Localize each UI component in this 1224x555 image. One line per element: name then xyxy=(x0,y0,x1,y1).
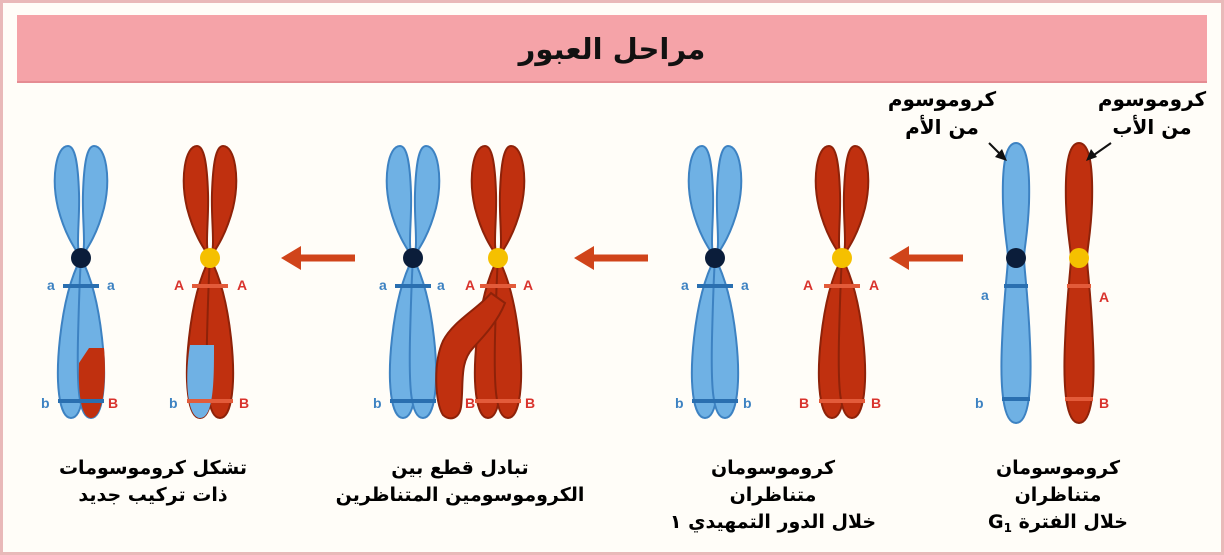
stage-arrow-2 xyxy=(574,246,648,270)
allele-label: B xyxy=(239,395,249,411)
allele-label: A xyxy=(523,277,533,293)
paternal-chromosome-crossing xyxy=(436,146,524,418)
stage-3-caption-line2: الكروموسومين المتناظرين xyxy=(315,482,605,509)
allele-label: a xyxy=(741,277,749,293)
allele-label: b xyxy=(675,395,684,411)
allele-label: b xyxy=(41,395,50,411)
allele-label: A xyxy=(237,277,247,293)
stage-1-caption-line3: خلال الفترة G1 xyxy=(963,509,1153,542)
stage-2-chromosomes xyxy=(689,146,868,418)
stage-2-caption: كروموسومان متناظران خلال الدور التمهيدي … xyxy=(643,455,903,536)
mother-label-line1: كروموسوم xyxy=(888,87,996,111)
allele-label: A xyxy=(803,277,813,293)
stage-3-chromosomes xyxy=(387,146,524,418)
maternal-chromosome-g1 xyxy=(1001,143,1030,423)
g1-symbol: G1 xyxy=(988,511,1012,533)
allele-label: a xyxy=(981,287,989,303)
stage-4-chromosomes xyxy=(55,146,236,418)
paternal-centromere-g1 xyxy=(1069,248,1089,268)
maternal-chromosome-prophase xyxy=(689,146,741,418)
stage-2-caption-line3: خلال الدور التمهيدي ١ xyxy=(643,509,903,536)
stage-2-caption-line2: متناظران xyxy=(643,482,903,509)
stage-arrow-1 xyxy=(889,246,963,270)
allele-label: B xyxy=(465,395,475,411)
stage-3-caption: تبادل قطع بين الكروموسومين المتناظرين xyxy=(315,455,605,509)
allele-label: b xyxy=(169,395,178,411)
father-label-line2: من الأب xyxy=(1112,115,1191,139)
allele-label: a xyxy=(437,277,445,293)
stage-1-caption-line1: كروموسومان xyxy=(963,455,1153,482)
allele-label: B xyxy=(799,395,809,411)
allele-label: b xyxy=(743,395,752,411)
recombinant-paternal-chromosome xyxy=(184,146,236,418)
allele-label: a xyxy=(681,277,689,293)
stage-4-caption-line1: تشكل كروموسومات xyxy=(23,455,283,482)
father-label-line1: كروموسوم xyxy=(1098,87,1206,111)
paternal-chromosome-prophase xyxy=(816,146,868,418)
mother-chromosome-label: كروموسوم من الأم xyxy=(879,85,1005,141)
stage-2-caption-line1: كروموسومان xyxy=(643,455,903,482)
stage-1-caption: كروموسومان متناظران خلال الفترة G1 xyxy=(963,455,1153,542)
allele-label: b xyxy=(373,395,382,411)
stage-arrow-3 xyxy=(281,246,355,270)
mother-label-line2: من الأم xyxy=(905,115,979,139)
recombinant-maternal-chromosome xyxy=(55,146,107,418)
allele-label: a xyxy=(107,277,115,293)
allele-label: A xyxy=(869,277,879,293)
allele-label: B xyxy=(525,395,535,411)
paternal-chromosome-g1 xyxy=(1064,143,1093,423)
maternal-chromosome-crossing xyxy=(387,146,439,418)
allele-label: B xyxy=(1099,395,1109,411)
maternal-centromere-g1 xyxy=(1006,248,1026,268)
allele-label: b xyxy=(975,395,984,411)
stage-1-caption-period: خلال الفترة xyxy=(1019,511,1128,533)
allele-label: A xyxy=(174,277,184,293)
allele-label: A xyxy=(465,277,475,293)
father-chromosome-label: كروموسوم من الأب xyxy=(1089,85,1215,141)
allele-label: a xyxy=(47,277,55,293)
stage-4-caption-line2: ذات تركيب جديد xyxy=(23,482,283,509)
allele-label: A xyxy=(1099,289,1109,305)
allele-label: B xyxy=(108,395,118,411)
stage-4-caption: تشكل كروموسومات ذات تركيب جديد xyxy=(23,455,283,509)
allele-label: a xyxy=(379,277,387,293)
stage-1-chromosomes xyxy=(1001,143,1093,423)
stage-3-caption-line1: تبادل قطع بين xyxy=(315,455,605,482)
pointer-arrow-father xyxy=(1086,143,1111,161)
pointer-arrow-mother xyxy=(989,143,1007,161)
stage-1-caption-line2: متناظران xyxy=(963,482,1153,509)
allele-label: B xyxy=(871,395,881,411)
